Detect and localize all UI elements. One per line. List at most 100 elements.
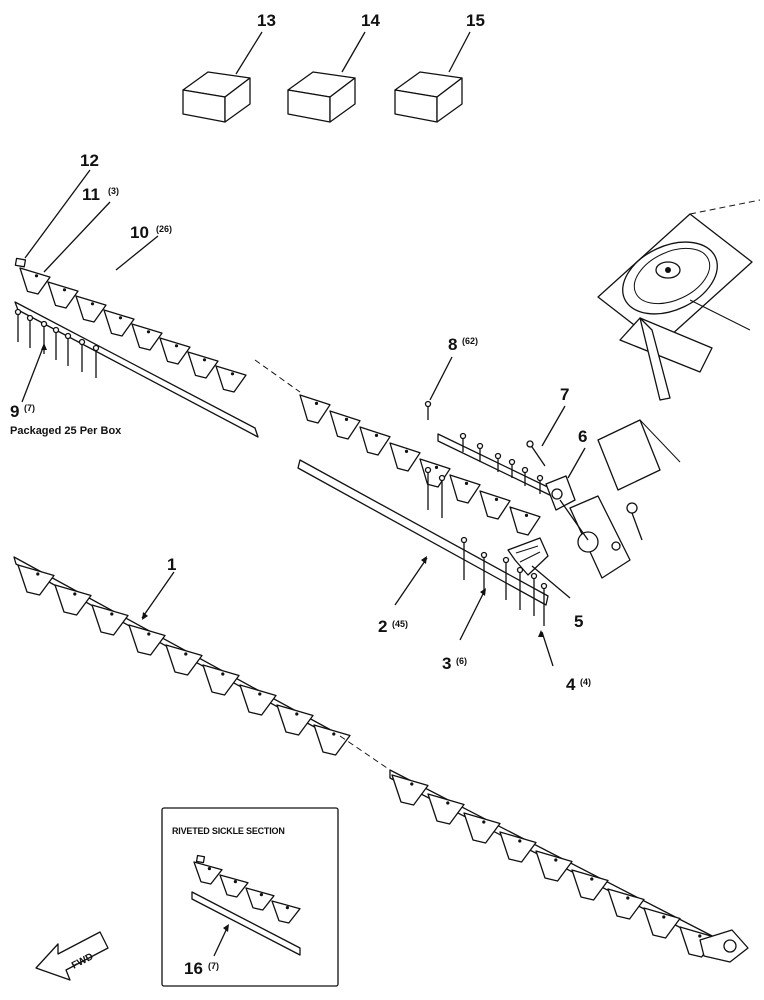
sickle-section — [463, 812, 501, 844]
callout-5: 5 — [574, 612, 583, 631]
rivet-hole — [295, 712, 299, 716]
sickle-section — [499, 831, 537, 863]
sickle-section — [165, 644, 203, 676]
forward-direction-arrow — [35, 931, 109, 981]
wobble-box-drive-assembly — [559, 199, 761, 579]
bolt-head — [14, 308, 22, 316]
knife-head-part-5 — [507, 537, 549, 576]
bolt-head — [536, 474, 544, 482]
bolt-head — [424, 466, 432, 474]
rivet-hole — [73, 592, 77, 596]
sickle-assembly-part-1 — [13, 556, 351, 756]
rivet-hole — [410, 782, 414, 786]
callout-1: 1 — [167, 555, 176, 574]
sickle-section — [276, 704, 314, 736]
sickle-bar-part-9 — [14, 301, 259, 438]
sickle-section — [91, 604, 129, 636]
callout-9: 9 — [10, 402, 19, 421]
box-part-14 — [287, 71, 356, 123]
rivet-hole — [90, 302, 95, 306]
bolt-head — [52, 326, 60, 334]
callout-16: 16 — [184, 959, 203, 978]
sickle-section — [54, 584, 92, 616]
rivets-part-8 — [424, 400, 544, 494]
sickle-section — [187, 351, 219, 379]
bolt-head — [64, 332, 72, 340]
bolt-head — [508, 458, 516, 466]
rivet-hole — [221, 672, 225, 676]
bolt-head — [521, 466, 529, 474]
rivet-hole — [207, 867, 211, 871]
sickle-section — [607, 888, 645, 920]
rivet-hole — [174, 344, 179, 348]
sickle-section — [271, 900, 301, 924]
rivet-hole — [202, 358, 207, 362]
callout-9-qty: (7) — [24, 403, 35, 413]
rivet-hole — [446, 801, 450, 805]
bolt-head — [530, 572, 538, 580]
bolt-head — [494, 452, 502, 460]
sickle-section — [391, 774, 429, 806]
sickle-section — [509, 506, 541, 536]
bolt-head — [540, 582, 548, 590]
callout-15: 15 — [466, 11, 485, 30]
rivet-hole — [524, 513, 529, 518]
sickle-section — [128, 624, 166, 656]
rivet-hole — [258, 692, 262, 696]
rivet-hole — [34, 274, 39, 278]
packaging-note: Packaged 25 Per Box — [10, 425, 122, 437]
rivet-hole — [590, 877, 594, 881]
sickle-section — [159, 337, 191, 365]
bolt-head — [459, 432, 467, 440]
rivet-hole — [36, 572, 40, 576]
sickle-section — [215, 365, 247, 393]
bolt-head — [40, 320, 48, 328]
sickle-section — [19, 267, 51, 295]
callout-8-qty: (62) — [462, 336, 478, 346]
sickle-section — [299, 394, 331, 424]
rivet-hole — [404, 449, 409, 453]
bolt-head — [78, 338, 86, 346]
rivet-hole — [374, 433, 379, 437]
callout-12: 12 — [80, 151, 99, 170]
bolt-head — [516, 566, 524, 574]
sickle-section-row-upper-right — [299, 394, 541, 536]
rivet-hole — [285, 906, 289, 910]
rivet-hole — [662, 915, 666, 919]
sickle-section — [427, 793, 465, 825]
rivet-plate-part-12 — [14, 257, 27, 268]
callout-8: 8 — [448, 335, 457, 354]
sickle-section — [75, 295, 107, 323]
bolt-head — [502, 556, 510, 564]
sickle-section — [535, 850, 573, 882]
callout-11-qty: (3) — [108, 186, 119, 196]
sickle-section — [643, 907, 681, 939]
rivet-hole — [62, 288, 67, 292]
callout-10: 10 — [130, 223, 149, 242]
callout-3: 3 — [442, 654, 451, 673]
sickle-section — [419, 458, 451, 488]
callout-4: 4 — [566, 675, 576, 694]
rivet-hole — [146, 330, 151, 334]
rivet-hole — [230, 372, 235, 376]
callout-13: 13 — [257, 11, 276, 30]
sickle-section — [571, 869, 609, 901]
sickle-section — [359, 426, 391, 456]
rivet-hole — [233, 880, 237, 884]
sickle-assembly-part-1-right — [389, 769, 749, 963]
rivet-hole — [626, 896, 630, 900]
bolt-head — [476, 442, 484, 450]
sickle-section — [329, 410, 361, 440]
knife-head-bracket-part-6 — [545, 475, 576, 511]
callout-2: 2 — [378, 617, 387, 636]
callout-14: 14 — [361, 11, 380, 30]
rivet-hole — [344, 417, 349, 421]
bolt-head — [480, 551, 488, 559]
sickle-section — [103, 309, 135, 337]
rivet-hole — [494, 497, 499, 501]
sickle-section — [202, 664, 240, 696]
sickle-section-row-upper — [19, 267, 247, 393]
rivet-hole — [184, 652, 188, 656]
rivet-hole — [698, 934, 702, 938]
box-part-15 — [394, 71, 463, 123]
